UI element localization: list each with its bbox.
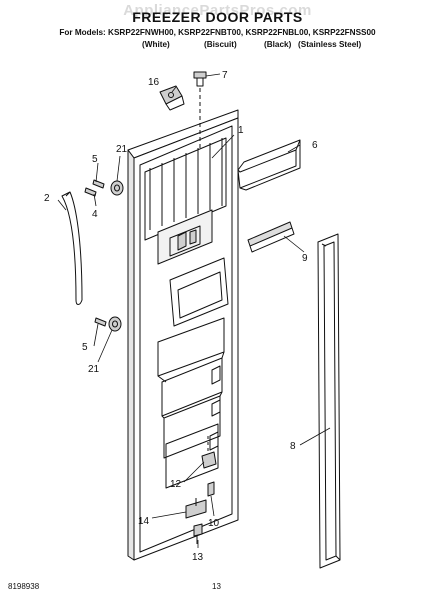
callout-labels: 1 2 4 5 5 6 7 8 9 10 12 13 14 16 21 21 — [44, 70, 318, 563]
watermark: AppliancePartsPros.com — [123, 2, 312, 19]
callout-12: 12 — [170, 479, 182, 490]
callout-2: 2 — [44, 193, 50, 204]
callout-5-upper: 5 — [92, 154, 98, 165]
callout-21-lower: 21 — [88, 364, 100, 375]
callout-13: 13 — [192, 552, 204, 563]
callout-9: 9 — [302, 253, 308, 264]
door-shelf-bar — [237, 139, 301, 191]
callout-16: 16 — [148, 77, 160, 88]
top-hinge-bracket — [159, 85, 185, 111]
variant-biscuit: (Biscuit) — [204, 40, 237, 49]
handle-screws — [84, 179, 107, 327]
variant-white: (White) — [142, 40, 170, 49]
callout-8: 8 — [290, 441, 296, 452]
callout-14: 14 — [138, 516, 150, 527]
bottom-hinge-plate — [185, 498, 207, 519]
leader-lines — [57, 73, 331, 548]
callout-1: 1 — [238, 125, 244, 136]
model-list: For Models: KSRP22FNWH00, KSRP22FNBT00, … — [59, 28, 376, 37]
door-panel — [127, 109, 239, 561]
callout-4: 4 — [92, 209, 98, 220]
trim-strip — [247, 221, 295, 253]
page-number: 13 — [212, 582, 221, 591]
hinge-bushing — [207, 481, 215, 497]
lower-end-cap — [108, 316, 122, 332]
callout-7: 7 — [222, 70, 228, 81]
callout-10: 10 — [208, 518, 220, 529]
door-handle — [61, 191, 83, 305]
callout-21-upper: 21 — [116, 144, 128, 155]
hinge-screw — [193, 523, 203, 544]
upper-end-cap — [110, 180, 124, 196]
hinge-pin — [193, 71, 207, 150]
callout-6: 6 — [312, 140, 318, 151]
page-title: FREEZER DOOR PARTS — [132, 9, 303, 25]
variant-black: (Black) — [264, 40, 292, 49]
document-number: 8198938 — [8, 582, 40, 591]
bottom-hinge-block — [201, 436, 217, 469]
variant-stainless: (Stainless Steel) — [298, 40, 362, 49]
color-variants: (White) (Biscuit) (Black) (Stainless Ste… — [0, 40, 435, 52]
door-gasket — [317, 233, 341, 569]
callout-5-lower: 5 — [82, 342, 88, 353]
